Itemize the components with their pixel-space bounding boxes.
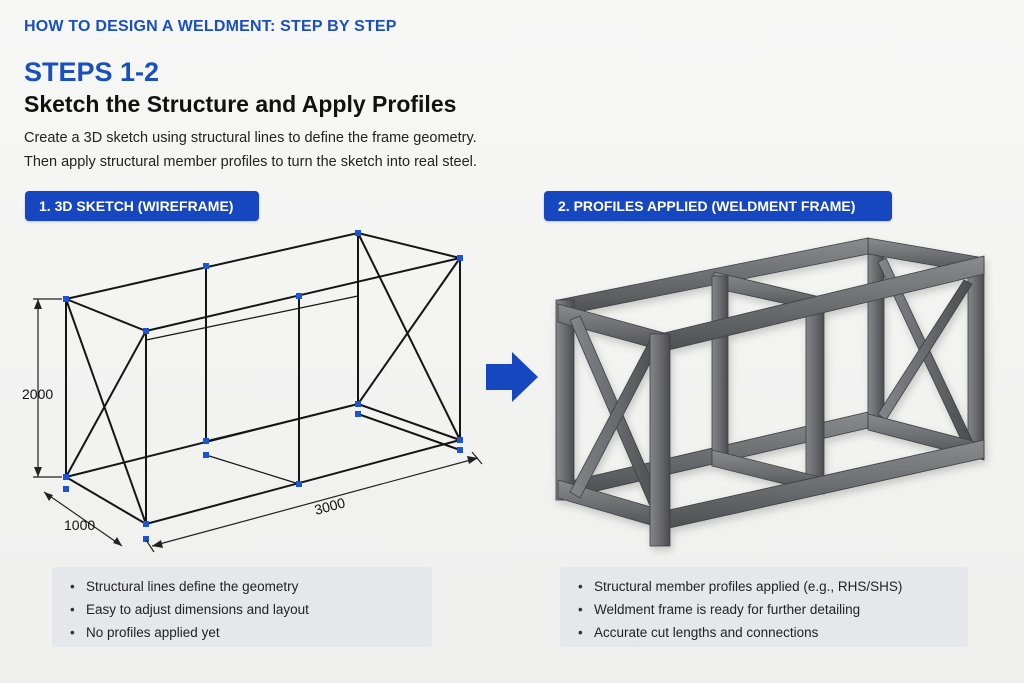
list-item: Accurate cut lengths and connections [578,621,968,644]
dimension-lines [33,298,483,553]
intro-line-1: Create a 3D sketch using structural line… [24,130,477,146]
list-item: Weldment frame is ready for further deta… [578,598,968,621]
height-dimension: 2000 [22,386,53,402]
wireframe-step-label: 1. 3D SKETCH (WIREFRAME) [25,191,259,221]
page-title: Sketch the Structure and Apply Profiles [24,91,457,117]
header-kicker: HOW TO DESIGN A WELDMENT: STEP BY STEP [24,18,397,35]
profiles-notes: Structural member profiles applied (e.g.… [560,567,968,647]
length-dimension: 3000 [313,494,347,518]
list-item: Structural member profiles applied (e.g.… [578,575,968,598]
steps-title: STEPS 1-2 [24,57,160,87]
weldment-frame [555,237,985,547]
wireframe-sketch [65,231,461,525]
wireframe-notes: Structural lines define the geometry Eas… [52,567,432,647]
profiles-step-label: 2. PROFILES APPLIED (WELDMENT FRAME) [544,191,892,221]
intro-line-2: Then apply structural member profiles to… [24,154,477,170]
list-item: Easy to adjust dimensions and layout [70,598,432,621]
depth-dimension: 1000 [64,517,95,533]
sketch-node-points [63,230,463,542]
list-item: Structural lines define the geometry [70,575,432,598]
right-arrow-icon [486,352,538,402]
list-item: No profiles applied yet [70,621,432,644]
